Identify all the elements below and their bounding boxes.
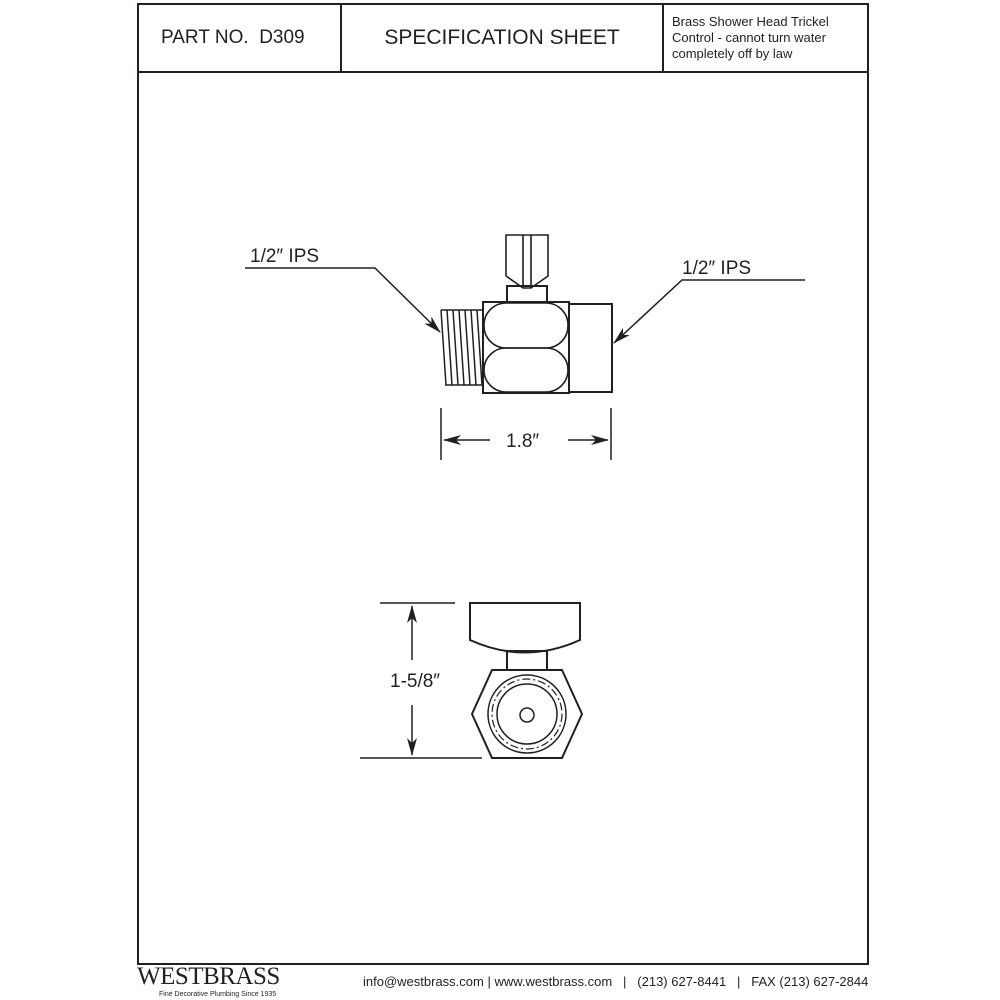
part-no-value: D309 [259, 27, 305, 48]
website-link[interactable]: www.westbrass.com [494, 974, 613, 989]
length-label: 1.8″ [506, 431, 539, 452]
height-dimension [360, 602, 482, 759]
header-row: PART NO. D309 SPECIFICATION SHEET Brass … [139, 5, 867, 73]
leader-left [245, 267, 441, 333]
email-link[interactable]: info@westbrass.com [363, 974, 484, 989]
phone-number: (213) 627-8441 [637, 974, 727, 989]
part-number-cell: PART NO. D309 [139, 5, 342, 71]
fax-number: FAX (213) 627-2844 [751, 974, 869, 989]
part-no-label: PART NO. [161, 27, 249, 48]
side-view [440, 234, 613, 394]
footer: WESTBRASS Fine Decorative Plumbing Since… [137, 963, 869, 1000]
contact-info: info@westbrass.com | www.westbrass.com |… [363, 974, 869, 989]
height-label: 1-5/8″ [390, 671, 440, 692]
sheet-title: SPECIFICATION SHEET [342, 5, 664, 71]
logo-tagline: Fine Decorative Plumbing Since 1935 [159, 991, 277, 998]
spec-sheet-frame: PART NO. D309 SPECIFICATION SHEET Brass … [137, 3, 869, 965]
right-connection-label: 1/2″ IPS [682, 258, 751, 279]
product-description: Brass Shower Head Trickel Control - cann… [672, 14, 829, 61]
left-connection-label: 1/2″ IPS [250, 246, 319, 267]
thread-icon [440, 309, 483, 386]
end-view [469, 602, 584, 759]
length-dimension [440, 408, 612, 460]
westbrass-logo: WESTBRASS [137, 963, 280, 990]
leader-right [613, 279, 805, 344]
